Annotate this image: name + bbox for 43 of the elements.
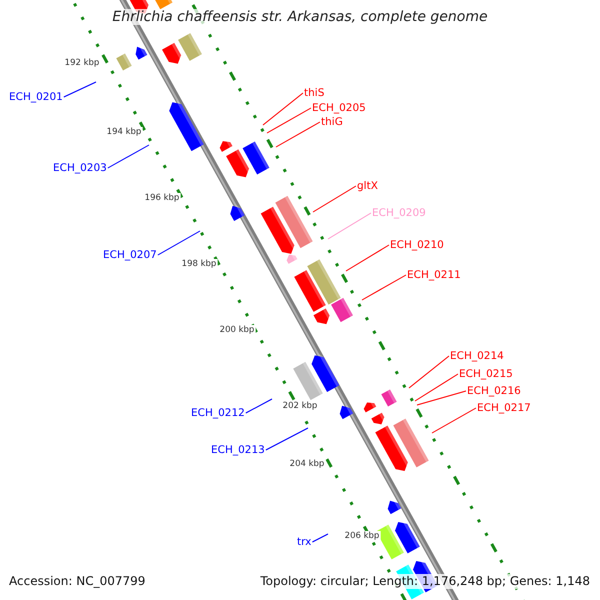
- leader-line: [362, 274, 406, 300]
- leader-line: [276, 122, 320, 148]
- leader-line: [328, 212, 372, 240]
- leader-line: [416, 390, 466, 406]
- scale-label: 196 kbp: [144, 193, 180, 203]
- scale-label: 206 kbp: [344, 531, 380, 541]
- gene-label: ECH_0205: [312, 102, 366, 114]
- leader-line: [312, 534, 328, 542]
- footer-text: Accession: NC_007799: [9, 574, 146, 589]
- leader-line: [63, 82, 96, 98]
- gene-label: ECH_0209: [372, 207, 426, 219]
- gene-label: ECH_0213: [211, 444, 265, 456]
- leader-line: [107, 144, 150, 168]
- gene-label: gltX: [357, 180, 378, 192]
- leader-line: [414, 374, 458, 402]
- gene-label: ECH_0212: [191, 407, 245, 419]
- gene-label: ECH_0210: [390, 239, 444, 251]
- gene-label: ECH_0215: [459, 368, 513, 380]
- leader-line: [408, 356, 450, 388]
- scale-label: 200 kbp: [218, 325, 256, 335]
- leader-line: [266, 108, 312, 134]
- scale-label: 202 kbp: [282, 401, 318, 411]
- leader-line: [346, 244, 390, 272]
- gene-label: ECH_0217: [477, 402, 531, 414]
- gene-label: ECH_0214: [450, 350, 504, 362]
- gene-label: ECH_0207: [103, 249, 157, 261]
- leader-line: [432, 408, 476, 434]
- leader-line: [245, 398, 272, 414]
- gene-label: ECH_0201: [9, 91, 63, 103]
- gene-label: thiG: [321, 116, 343, 128]
- scale-label: 204 kbp: [288, 459, 326, 469]
- scale-label: 192 kbp: [64, 58, 100, 68]
- gene-label: trx: [297, 536, 312, 548]
- scale-label: 194 kbp: [106, 127, 142, 137]
- leader-line: [312, 186, 356, 212]
- leader-line: [157, 230, 200, 256]
- gene-label: ECH_0216: [467, 385, 521, 397]
- leader-line: [262, 92, 304, 126]
- gene-label: ECH_0211: [407, 269, 461, 281]
- gene-label: thiS: [304, 87, 324, 99]
- leader-line: [265, 428, 308, 450]
- gene-label: ECH_0203: [53, 162, 107, 174]
- scale-label: 198 kbp: [180, 259, 218, 269]
